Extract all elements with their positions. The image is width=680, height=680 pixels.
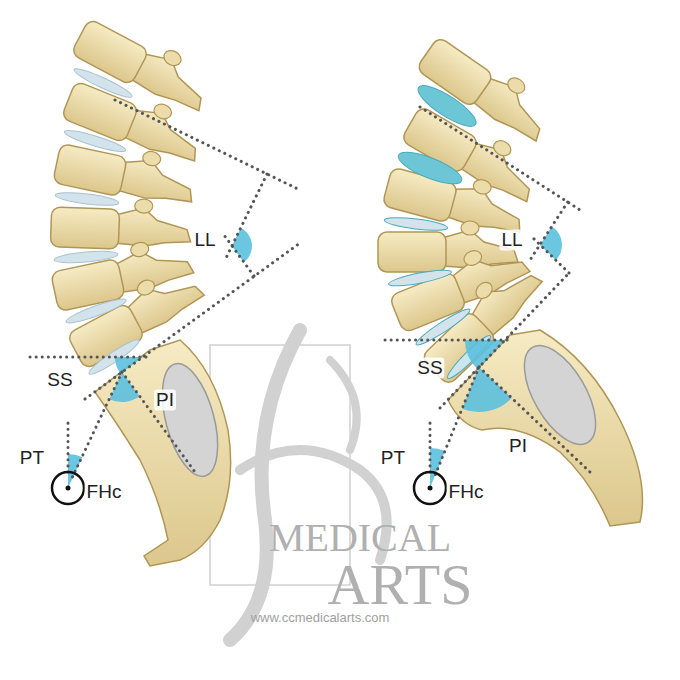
angle-label: SS <box>415 358 444 379</box>
angle-label: PI <box>154 390 176 411</box>
watermark-text: ARTS <box>328 553 473 617</box>
angle-label: LL <box>499 230 524 251</box>
angle-label: PI <box>507 436 529 457</box>
angle-label: LL <box>192 230 217 251</box>
landmark-label: FHc <box>85 482 124 503</box>
landmark-label: FHc <box>447 482 486 503</box>
watermark-url: www.ccmedicalarts.com <box>251 611 390 625</box>
angle-label: PT <box>18 448 46 469</box>
angle-label: SS <box>45 370 74 391</box>
angle-label: PT <box>379 448 407 469</box>
